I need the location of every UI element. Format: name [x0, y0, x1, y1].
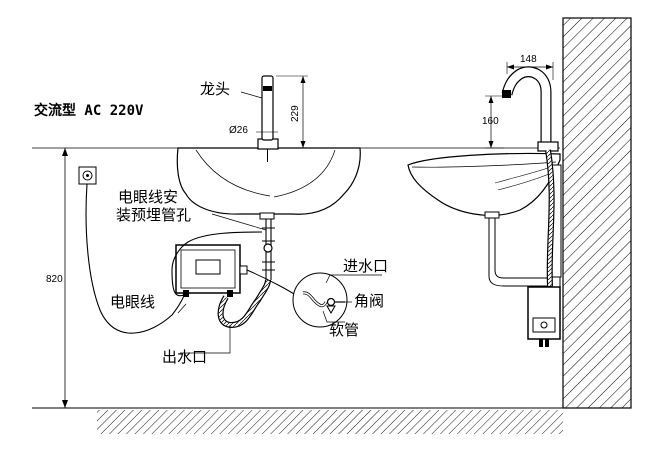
- spout-height-label: 160: [482, 116, 499, 127]
- side-basin: [407, 152, 562, 290]
- sensor-cable: [171, 231, 263, 297]
- front-faucet: [256, 75, 279, 162]
- callout-leaders: [177, 274, 382, 354]
- side-control-box: [527, 286, 561, 347]
- faucet-leader: [240, 91, 263, 99]
- inlet-hose: [246, 269, 301, 299]
- sensor-hole-label-line2: 装预埋管孔: [116, 206, 192, 224]
- floor: [32, 407, 563, 434]
- hose-label: 软管: [329, 321, 360, 339]
- front-drain: [262, 219, 275, 280]
- water-outlet-label: 出水口: [162, 348, 208, 366]
- power-label: 交流型 AC 220V: [34, 103, 144, 119]
- spout-reach-dimension: [506, 62, 554, 80]
- sensor-hole-leader: [211, 213, 267, 231]
- power-socket: [78, 166, 97, 185]
- power-cable: [85, 183, 187, 334]
- wall: [562, 17, 632, 409]
- control-box: [175, 244, 248, 297]
- water-inlet-label: 进水口: [343, 257, 389, 275]
- faucet-label: 龙头: [200, 80, 231, 98]
- spout-reach-label: 148: [520, 54, 537, 65]
- angle-valve-label: 角阀: [354, 292, 385, 310]
- install-height-label: 820: [46, 274, 63, 285]
- angle-valve-callout: [292, 272, 348, 328]
- install-height-dimension: [62, 148, 68, 408]
- spout-height-dimension: [485, 95, 504, 149]
- faucet-height-dimension: [276, 75, 308, 149]
- sensor-wire-label: 电眼线: [110, 293, 156, 311]
- faucet-height-label: 229: [290, 105, 301, 122]
- side-faucet: [501, 66, 559, 152]
- sensor-hole-label-line1: 电眼线安: [118, 188, 179, 206]
- front-basin: [176, 147, 361, 220]
- faucet-diameter-label: Ø26: [229, 125, 248, 136]
